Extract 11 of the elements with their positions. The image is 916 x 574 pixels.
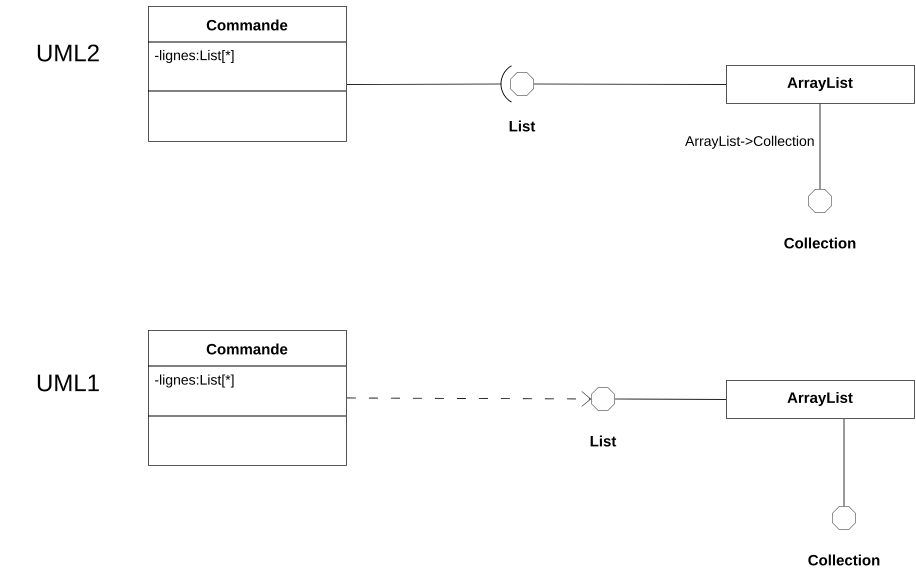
dependency-arrow [346,391,592,407]
edge-label: ArrayList->Collection [684,134,816,150]
diagram-label: UML2 [38,44,99,62]
class-box: ArrayList [726,65,915,104]
diagram-label: UML1 [38,374,99,392]
connector-line [533,84,726,85]
class-box: ArrayList [726,380,915,419]
connector-line [614,398,726,400]
class-box: Commande -lignes:List[*] [148,6,347,142]
class-box: Commande -lignes:List[*] [148,330,347,466]
connector-line [346,84,502,85]
